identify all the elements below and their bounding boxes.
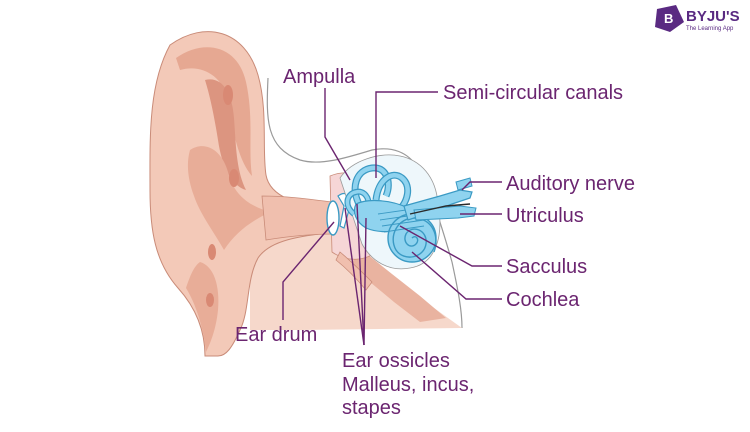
leader-ossicle-3 [363,217,367,346]
brand-logo-letter: B [664,11,673,26]
head-outline [266,77,463,329]
label-ear-ossicles: Ear ossicles [342,350,450,372]
label-ear-ossicles-stapes: stapes [342,397,401,419]
brand-tagline: The Learning App [686,26,734,32]
label-sacculus: Sacculus [506,256,587,278]
nerve-dark-strand [409,203,471,215]
brand-logo: B BYJU'S The Learning App [655,5,740,32]
leader-ossicle-2 [356,203,365,346]
lobule [186,262,219,352]
leader-ossicle-1 [344,207,365,346]
outer-ear [149,31,463,357]
ear-canal [261,195,335,241]
skin-layer-shade [352,250,446,322]
leader-ampulla [324,88,351,181]
label-utriculus: Utriculus [506,205,584,227]
label-ampulla: Ampulla [283,66,356,88]
semicircular-canal-2-fill [373,173,410,214]
label-auditory-nerve: Auditory nerve [506,173,635,195]
nerve-fibers [377,207,425,233]
leader-semicircular-canals [375,91,438,178]
auricle-mark [208,244,216,260]
auricle-mark [229,169,239,187]
label-cochlea: Cochlea [506,289,580,311]
label-ear-ossicles-names: Malleus, incus, [342,374,474,396]
leader-sacculus [399,225,502,267]
auricle-mark [206,293,214,307]
leader-auditory-nerve [461,181,502,191]
brand-name: BYJU'S [686,8,740,25]
leader-ear-drum [282,221,335,320]
auricle-mark [223,85,233,105]
antihelix [205,79,246,190]
brand-logo-icon [655,5,684,32]
leader-cochlea [411,251,502,300]
label-ear-drum: Ear drum [235,324,317,346]
label-semicircular-canals: Semi-circular canals [443,82,623,104]
ear-drum-membrane [326,200,340,236]
concha [187,146,270,250]
helix-rim [176,47,252,177]
auditory-nerve-root [455,177,473,191]
leader-lines [282,88,502,346]
labels: Ampulla Semi-circular canals Auditory ne… [235,66,635,419]
semicircular-canal-3-fill [345,189,371,216]
